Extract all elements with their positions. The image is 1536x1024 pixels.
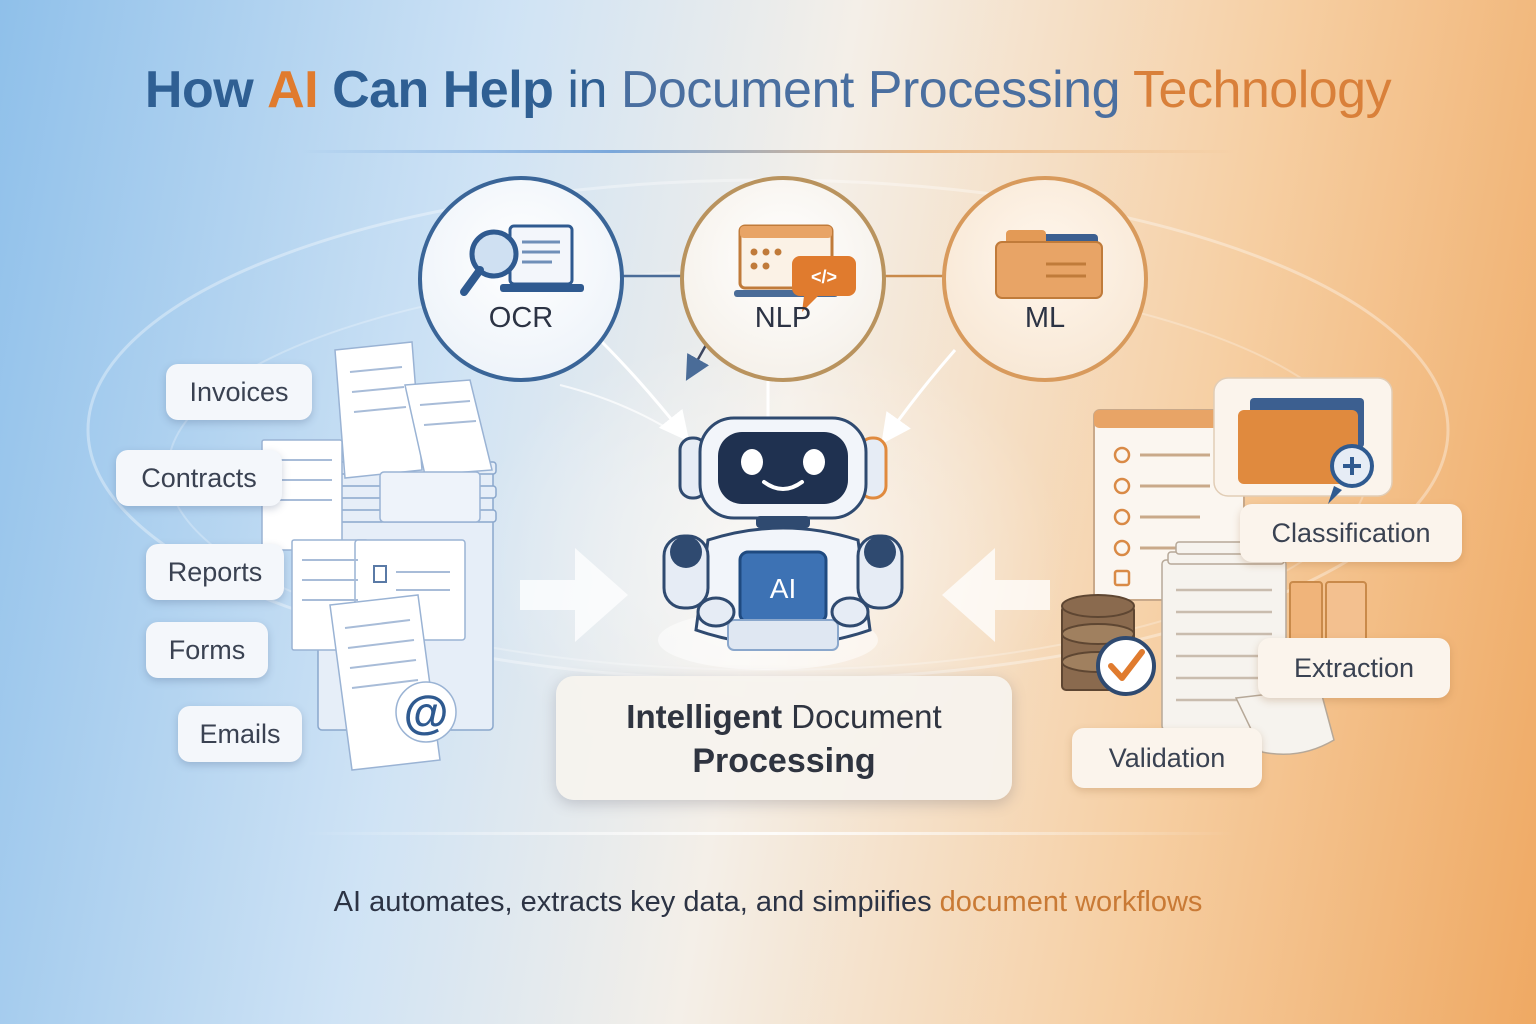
output-label-validation: Validation: [1108, 743, 1226, 773]
check-badge-icon: [1096, 636, 1156, 696]
intelligent-document-processing-box: Intelligent Document Processing: [556, 676, 1012, 800]
robot-ai-badge: AI: [770, 573, 796, 604]
title-word-in: in: [567, 61, 607, 119]
title-word-how: How: [144, 61, 254, 119]
tech-label-nlp: NLP: [754, 302, 812, 334]
idp-word-document: Document: [791, 698, 942, 735]
input-label-invoices: Invoices: [189, 377, 289, 407]
output-tag-classification: Classification: [1240, 504, 1462, 562]
tech-circle-ocr: OCR: [418, 176, 624, 382]
idp-line-1: Intelligent Document: [556, 698, 1012, 736]
input-arrow-shape: [520, 548, 628, 642]
input-label-forms: Forms: [168, 635, 246, 665]
tagline-main: AI automates, extracts key data, and sim…: [333, 886, 932, 918]
email-symbol: @: [404, 686, 449, 738]
bottom-divider: [300, 832, 1236, 835]
output-label-classification: Classification: [1271, 518, 1431, 548]
input-label-reports: Reports: [167, 557, 263, 587]
title-word-technology: Technology: [1133, 61, 1392, 119]
tech-label-ml: ML: [1024, 302, 1066, 334]
tagline: AI automates, extracts key data, and sim…: [0, 886, 1536, 919]
output-tag-validation: Validation: [1072, 728, 1262, 788]
tech-circle-ml: ML: [942, 176, 1148, 382]
input-tag-invoices: Invoices: [166, 364, 312, 420]
title-word-can-help: Can Help: [332, 61, 554, 119]
input-label-emails: Emails: [199, 719, 281, 749]
svg-text:</>: </>: [811, 267, 837, 287]
input-tag-emails: Emails: [178, 706, 302, 762]
input-label-contracts: Contracts: [141, 463, 257, 493]
input-tag-forms: Forms: [146, 622, 268, 678]
title-word-document-processing: Document Processing: [620, 61, 1121, 119]
idp-word-processing: Processing: [692, 742, 876, 780]
page-title: How AI Can Help in Document Processing T…: [0, 60, 1536, 120]
output-arrow-shape: [942, 548, 1050, 642]
input-tag-reports: Reports: [146, 544, 284, 600]
magnifier-on-laptop-icon: [460, 224, 584, 296]
idp-word-intelligent: Intelligent: [626, 698, 783, 735]
title-word-ai: AI: [267, 61, 319, 119]
folder-icon: [995, 230, 1103, 299]
code-speech-bubble-icon: </>: [734, 224, 856, 312]
output-tag-extraction: Extraction: [1258, 638, 1450, 698]
output-label-extraction: Extraction: [1293, 653, 1415, 683]
title-divider: [300, 150, 1236, 153]
input-tag-contracts: Contracts: [116, 450, 282, 506]
tagline-highlight: document workflows: [939, 886, 1203, 918]
tech-label-ocr: OCR: [488, 302, 554, 334]
tech-circle-nlp: </> NLP: [680, 176, 886, 382]
